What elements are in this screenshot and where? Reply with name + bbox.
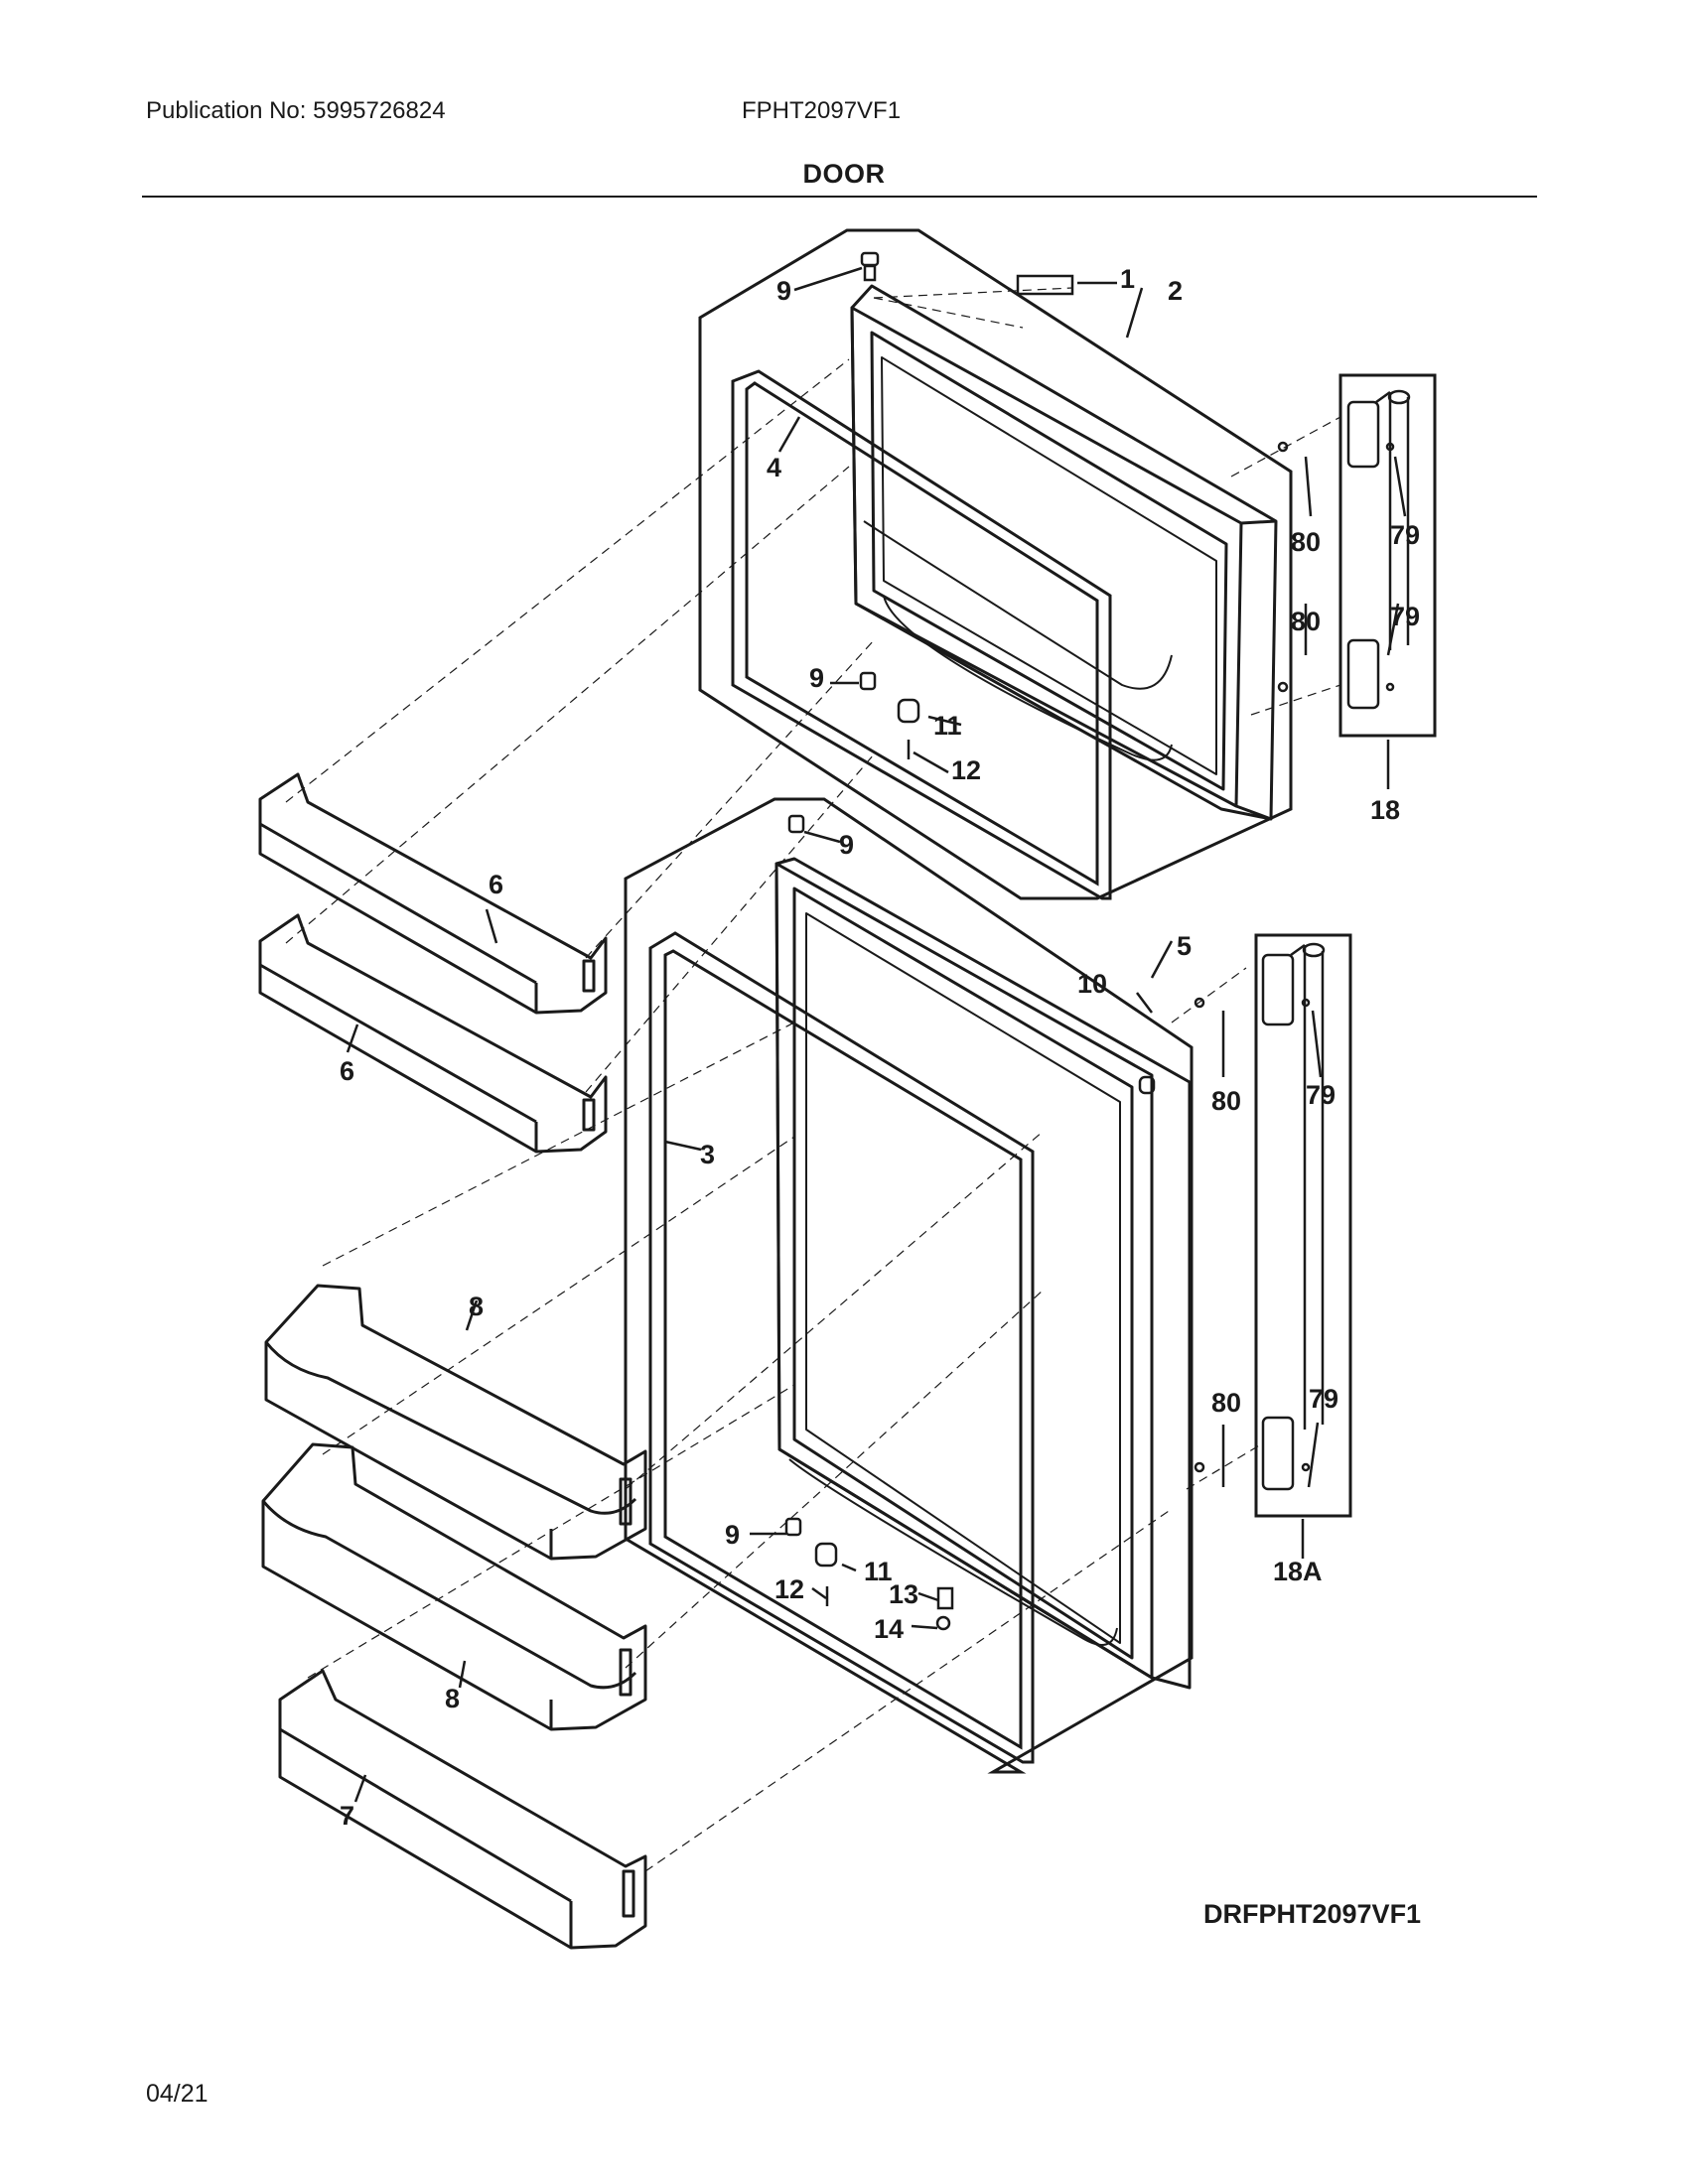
callout-80: 80 (1211, 1086, 1241, 1116)
shelf-bin-8-upper (264, 1284, 647, 1561)
lower-door-gasket (648, 931, 1035, 1764)
screw-icon (863, 264, 877, 282)
callout-12: 12 (774, 1574, 804, 1604)
callout-1: 1 (1120, 264, 1135, 294)
callout-9: 9 (839, 830, 854, 860)
upper-door-gasket (731, 369, 1112, 900)
lower-door-outline (624, 797, 1194, 1774)
callout-4: 4 (767, 453, 781, 482)
callout-13: 13 (889, 1579, 918, 1609)
shelf-bin-7 (278, 1669, 647, 1950)
callout-2: 2 (1168, 276, 1183, 306)
shelf-bin-6-upper (258, 772, 608, 1015)
hinge-bushing-icon (897, 698, 920, 724)
callout-6: 6 (489, 870, 503, 899)
screw-icon (860, 251, 880, 267)
callout-8: 8 (469, 1292, 484, 1321)
callout-79: 79 (1390, 520, 1420, 550)
spring-icon (935, 1615, 951, 1631)
upper-freezer-door (850, 284, 1278, 821)
model-number: FPHT2097VF1 (742, 97, 902, 124)
callout-leaders (346, 266, 1407, 1803)
diagram-id: DRFPHT2097VF1 (1203, 1899, 1422, 1929)
lower-door-handle-box (1254, 933, 1352, 1518)
callout-6: 6 (340, 1056, 354, 1086)
callout-10: 10 (1077, 969, 1107, 999)
lower-door-handle (1261, 942, 1326, 1491)
callout-80: 80 (1291, 527, 1321, 557)
callout-11: 11 (864, 1557, 893, 1586)
publication-number: Publication No: 5995726824 (146, 97, 446, 124)
hinge-bushing-icon (814, 1542, 838, 1568)
door-bins (258, 772, 647, 1950)
callout-12: 12 (951, 755, 981, 785)
callout-3: 3 (700, 1140, 715, 1169)
callout-18: 18 (1370, 795, 1400, 825)
door-stop-icon (1138, 1075, 1156, 1095)
callout-9: 9 (809, 663, 824, 693)
callout-7: 7 (340, 1801, 354, 1831)
callout-79: 79 (1309, 1384, 1338, 1414)
shelf-bin-6-lower (258, 913, 608, 1154)
callout-9: 9 (776, 276, 791, 306)
footer-date: 04/21 (146, 2080, 209, 2108)
upper-door-handle (1346, 389, 1411, 710)
callout-80: 80 (1211, 1388, 1241, 1418)
callout-14: 14 (874, 1614, 904, 1644)
screw-icon (859, 671, 877, 691)
callout-5: 5 (1177, 931, 1192, 961)
screw-icon (787, 814, 805, 834)
callout-9: 9 (725, 1520, 740, 1550)
small-hardware (784, 251, 1395, 1631)
screw-icon (784, 1517, 802, 1537)
callout-79: 79 (1390, 602, 1420, 631)
callout-80: 80 (1291, 607, 1321, 636)
upper-door-outline (698, 228, 1293, 900)
header-rule (142, 196, 1537, 198)
callout-18a: 18A (1273, 1557, 1323, 1586)
label-plate-icon (1016, 274, 1074, 296)
upper-door-handle-box (1338, 373, 1437, 738)
callout-79: 79 (1306, 1080, 1336, 1110)
callout-11: 11 (933, 711, 962, 741)
callout-8: 8 (445, 1684, 460, 1713)
callout-labels: 1 2 9 4 80 79 80 79 9 11 12 18 9 6 5 10 … (340, 264, 1420, 1831)
switch-bracket-icon (936, 1586, 954, 1610)
shelf-bin-8-lower (261, 1442, 647, 1731)
lower-fresh-food-door (774, 857, 1192, 1690)
section-title: DOOR (802, 159, 886, 189)
